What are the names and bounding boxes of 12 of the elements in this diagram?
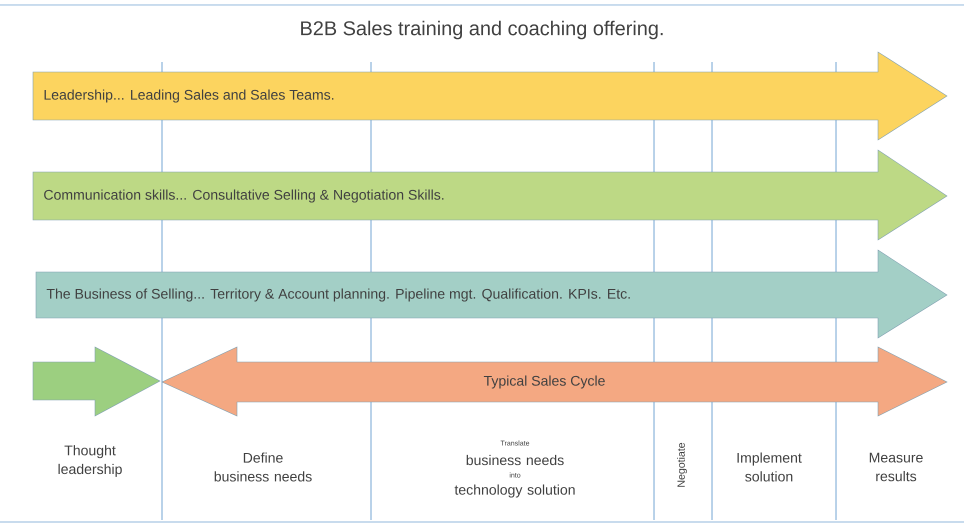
arrow-band: The Business of Selling... Territory & Account planning. Pipeline mgt. Qualification. KPIs. Etc. — [36, 249, 948, 339]
arrow-band: Communication skills... Consultative Selling & Negotiation Skills. — [32, 149, 948, 241]
stage-label: technology solution — [454, 484, 575, 498]
arrow-shape — [32, 346, 161, 416]
stage-label: Implement solution — [738, 452, 802, 482]
stage-label: Thought leadership — [58, 445, 122, 477]
stage-label: Measure results — [870, 452, 923, 482]
title: B2B Sales training and coaching offering. — [301, 20, 663, 40]
stage-label: Negotiate — [677, 442, 687, 487]
stage-label: business needs — [466, 454, 564, 466]
arrow-band: Leadership... Leading Sales and Sales Teams. — [32, 51, 948, 141]
stage-label: Define business needs — [214, 452, 312, 482]
